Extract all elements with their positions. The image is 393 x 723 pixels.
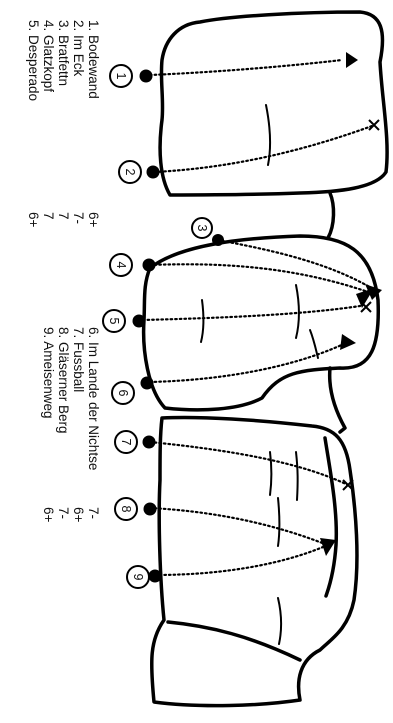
- lower-block-base: [166, 620, 302, 662]
- crack-lines: [200, 104, 319, 645]
- crack-middle-b: [309, 329, 319, 359]
- route-marker-2: 2: [118, 160, 142, 184]
- route-name-1: 1. Bodewand: [86, 20, 101, 99]
- route-marker-3: 3: [191, 217, 213, 239]
- route-marker-6: 6: [111, 381, 135, 405]
- start-dot-1: [139, 69, 153, 83]
- x-mark-icon: [360, 301, 372, 313]
- legend-row-5: 5. Desperado 6+: [26, 20, 41, 228]
- route-grade-5: 6+: [26, 212, 41, 228]
- x-mark-icon: [342, 479, 354, 491]
- route-lines: [141, 58, 380, 577]
- route-grade-7: 6+: [71, 507, 86, 523]
- arrow-icon: [340, 334, 356, 350]
- route-grade-6: 7-: [86, 507, 101, 519]
- route-end-x-marks: [342, 119, 380, 491]
- route-marker-number: 1: [114, 73, 128, 80]
- legend-row-9: 9. Ameisenweg 6+: [41, 327, 56, 523]
- route-start-dots: [132, 69, 224, 583]
- route-legend-6-9: 6. Im Lande der Nichtse 7- 7. Fussball 6…: [41, 327, 101, 523]
- route-markers: 1 2 3 4 5 6 7 8: [102, 64, 213, 589]
- route-name-5: 5. Desperado: [26, 20, 41, 101]
- route-marker-4: 4: [109, 253, 133, 277]
- crack-lower-d: [277, 597, 283, 645]
- legend-row-8: 8. Gläserner Berg 7-: [56, 327, 71, 519]
- route-name-8: 8. Gläserner Berg: [56, 327, 71, 434]
- route-grade-1: 6+: [86, 212, 101, 228]
- legend-row-7: 7. Fussball 6+: [71, 327, 86, 523]
- route-name-6: 6. Im Lande der Nichtse: [86, 327, 101, 470]
- middle-block-outline: [141, 234, 381, 412]
- legend-row-1: 1. Bodewand 6+: [86, 20, 101, 228]
- route-line-5: [141, 304, 362, 322]
- start-dot-7: [142, 435, 156, 449]
- start-dot-6: [140, 376, 154, 390]
- route-marker-9: 9: [126, 565, 150, 589]
- connector-ledge-middle: [327, 366, 347, 434]
- start-dot-9: [148, 569, 162, 583]
- start-dot-5: [132, 314, 146, 328]
- route-marker-1: 1: [109, 64, 133, 88]
- route-name-2: 2. Im Eck: [71, 20, 86, 77]
- legend-row-2: 2. Im Eck 7-: [71, 20, 86, 224]
- lower-block-outline: [150, 415, 359, 708]
- upper-block-outline: [158, 10, 389, 197]
- route-marker-number: 3: [195, 225, 209, 232]
- route-name-7: 7. Fussball: [71, 327, 86, 392]
- route-marker-8: 8: [114, 497, 138, 521]
- route-line-9: [153, 542, 332, 577]
- route-grade-2: 7-: [71, 212, 86, 224]
- route-marker-number: 5: [107, 318, 121, 325]
- crack-upper: [265, 104, 272, 166]
- connector-ledge-upper: [326, 191, 336, 240]
- route-marker-number: 2: [123, 169, 137, 176]
- x-mark-icon: [368, 119, 380, 131]
- route-line-1: [148, 58, 344, 77]
- route-end-arrows: [320, 52, 382, 556]
- crack-lower-b: [295, 451, 299, 501]
- route-marker-number: 4: [114, 262, 128, 269]
- start-dot-2: [146, 165, 160, 179]
- route-legend-1-5: 1. Bodewand 6+ 2. Im Eck 7- 3. Bratfettn…: [26, 20, 101, 228]
- route-name-9: 9. Ameisenweg: [41, 327, 56, 419]
- arrow-icon: [346, 52, 358, 68]
- route-line-7: [148, 440, 350, 487]
- start-dot-3: [212, 234, 224, 246]
- lower-block-flake: [323, 436, 339, 598]
- route-grade-9: 6+: [41, 507, 56, 523]
- route-grade-4: 7: [41, 212, 56, 220]
- route-marker-number: 6: [116, 390, 130, 397]
- legend-row-4: 4. Glatzkopf 7: [41, 20, 56, 220]
- crack-middle-a: [295, 284, 300, 339]
- route-grade-8: 7-: [56, 507, 71, 519]
- start-dot-4: [142, 258, 156, 272]
- route-marker-number: 9: [131, 574, 145, 581]
- crack-lower-a: [269, 451, 273, 496]
- route-name-4: 4. Glatzkopf: [41, 20, 56, 92]
- route-line-6: [148, 340, 350, 384]
- route-marker-5: 5: [102, 309, 126, 333]
- legend-row-3: 3. Bratfettn 7: [56, 20, 71, 220]
- arrow-icon: [365, 284, 382, 300]
- start-dot-8: [143, 502, 157, 516]
- route-line-4: [148, 263, 376, 296]
- route-name-3: 3. Bratfettn: [56, 20, 71, 86]
- crack-middle-c: [200, 299, 205, 343]
- route-line-8: [148, 506, 332, 548]
- route-marker-number: 8: [119, 506, 133, 513]
- legend-row-6: 6. Im Lande der Nichtse 7-: [86, 327, 101, 519]
- arrow-icon: [320, 538, 336, 556]
- route-marker-number: 7: [119, 439, 133, 446]
- crack-lower-c: [277, 497, 281, 547]
- route-line-2: [153, 124, 374, 174]
- route-marker-7: 7: [114, 430, 138, 454]
- route-line-3: [216, 238, 380, 294]
- route-grade-3: 7: [56, 212, 71, 220]
- rock-outlines: [141, 10, 389, 708]
